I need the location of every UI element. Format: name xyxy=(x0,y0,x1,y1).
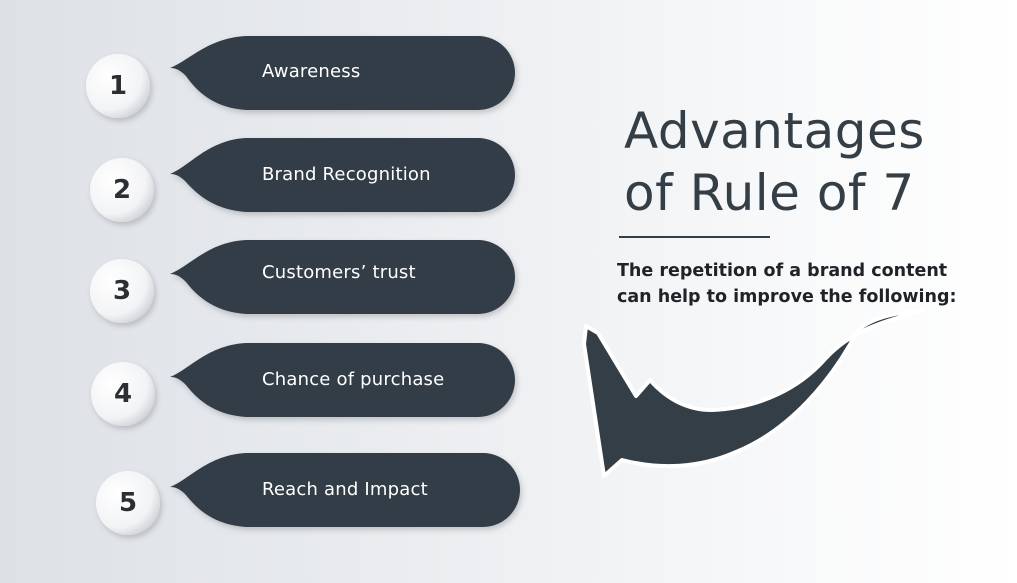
pill-4 xyxy=(170,343,515,417)
pill-2 xyxy=(170,138,515,212)
number-circle-3 xyxy=(90,259,154,323)
list-item-3 xyxy=(90,240,515,323)
description: The repetition of a brand content can he… xyxy=(617,258,957,310)
item-label-3: Customers’ trust xyxy=(262,262,416,283)
item-number-5: 5 xyxy=(118,488,138,518)
curved-arrow-icon xyxy=(582,309,924,478)
number-circle-5 xyxy=(96,471,160,535)
list-item-1 xyxy=(86,36,515,118)
item-number-4: 4 xyxy=(113,379,133,409)
title-line-1: Advantages xyxy=(624,102,925,160)
title-divider xyxy=(619,236,770,238)
item-label-5: Reach and Impact xyxy=(262,479,428,500)
item-label-1: Awareness xyxy=(262,61,361,82)
page-title: Advantages of Rule of 7 xyxy=(624,100,925,224)
title-line-2: of Rule of 7 xyxy=(624,164,915,222)
description-line-2: can help to improve the following: xyxy=(617,287,957,307)
description-line-1: The repetition of a brand content xyxy=(617,261,948,281)
number-circle-1 xyxy=(86,54,150,118)
item-number-1: 1 xyxy=(108,71,128,101)
item-label-2: Brand Recognition xyxy=(262,164,431,185)
pill-3 xyxy=(170,240,515,314)
item-number-3: 3 xyxy=(112,276,132,306)
item-label-4: Chance of purchase xyxy=(262,369,445,390)
pill-1 xyxy=(170,36,515,110)
list-item-5 xyxy=(96,453,520,535)
pill-5 xyxy=(170,453,520,527)
item-number-2: 2 xyxy=(112,175,132,205)
list-item-2 xyxy=(90,138,515,222)
list-item-4 xyxy=(91,343,515,426)
number-circle-2 xyxy=(90,158,154,222)
number-circle-4 xyxy=(91,362,155,426)
